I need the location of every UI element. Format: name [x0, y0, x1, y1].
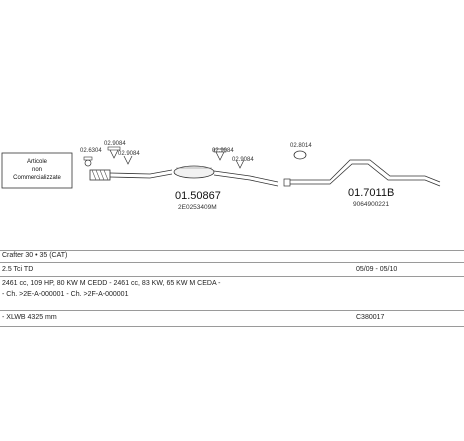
clamp-1	[83, 156, 93, 167]
intermediate-pipe	[213, 170, 279, 187]
rear-part-number: 01.7011B	[348, 187, 394, 199]
engine-spec: 2461 cc, 109 HP, 80 KW M CEDD - 2461 cc,…	[2, 280, 221, 287]
part-code-2: 02.9084	[104, 141, 126, 147]
front-pipe	[109, 169, 173, 179]
divider-4	[0, 310, 464, 311]
reference-code: C380017	[356, 314, 385, 321]
clamp-4	[213, 148, 227, 161]
legend-line-2: non	[32, 167, 42, 173]
middle-part-number: 01.50867	[175, 190, 221, 202]
rear-pipe	[288, 159, 441, 187]
middle-part-oem: 2E0253409M	[178, 204, 217, 211]
part-code-4: 02.9084	[212, 148, 234, 154]
clamp-7	[283, 178, 291, 187]
divider-3	[0, 276, 464, 277]
part-code-1: 02.6304	[80, 148, 102, 154]
clamp-2	[107, 146, 121, 159]
part-code-6: 02.8014	[290, 143, 312, 149]
date-range: 05/09 - 05/10	[356, 266, 398, 273]
divider-1	[0, 250, 464, 251]
legend-line-1: Articole	[27, 159, 48, 165]
vehicle-model: Crafter 30 • 35 (CAT)	[2, 252, 68, 259]
clamp-5	[235, 159, 245, 169]
part-code-5: 02.9084	[232, 157, 254, 163]
wheelbase: - XLWB 4325 mm	[2, 314, 57, 321]
part-code-3: 02.9084	[118, 151, 140, 157]
legend-line-3: Commercializzate	[13, 175, 61, 181]
chassis-range: - Ch. >2E-A-000001 - Ch. >2F-A-000001	[2, 291, 129, 298]
flex-pipe	[89, 169, 111, 181]
legend-box	[1, 152, 73, 189]
divider-5	[0, 326, 464, 327]
engine-type: 2.5 Tci TD	[2, 266, 34, 273]
clamp-3	[123, 155, 133, 165]
middle-silencer	[173, 165, 215, 179]
clamp-6	[293, 150, 307, 160]
divider-2	[0, 262, 464, 263]
rear-part-oem: 9064900221	[353, 201, 390, 208]
